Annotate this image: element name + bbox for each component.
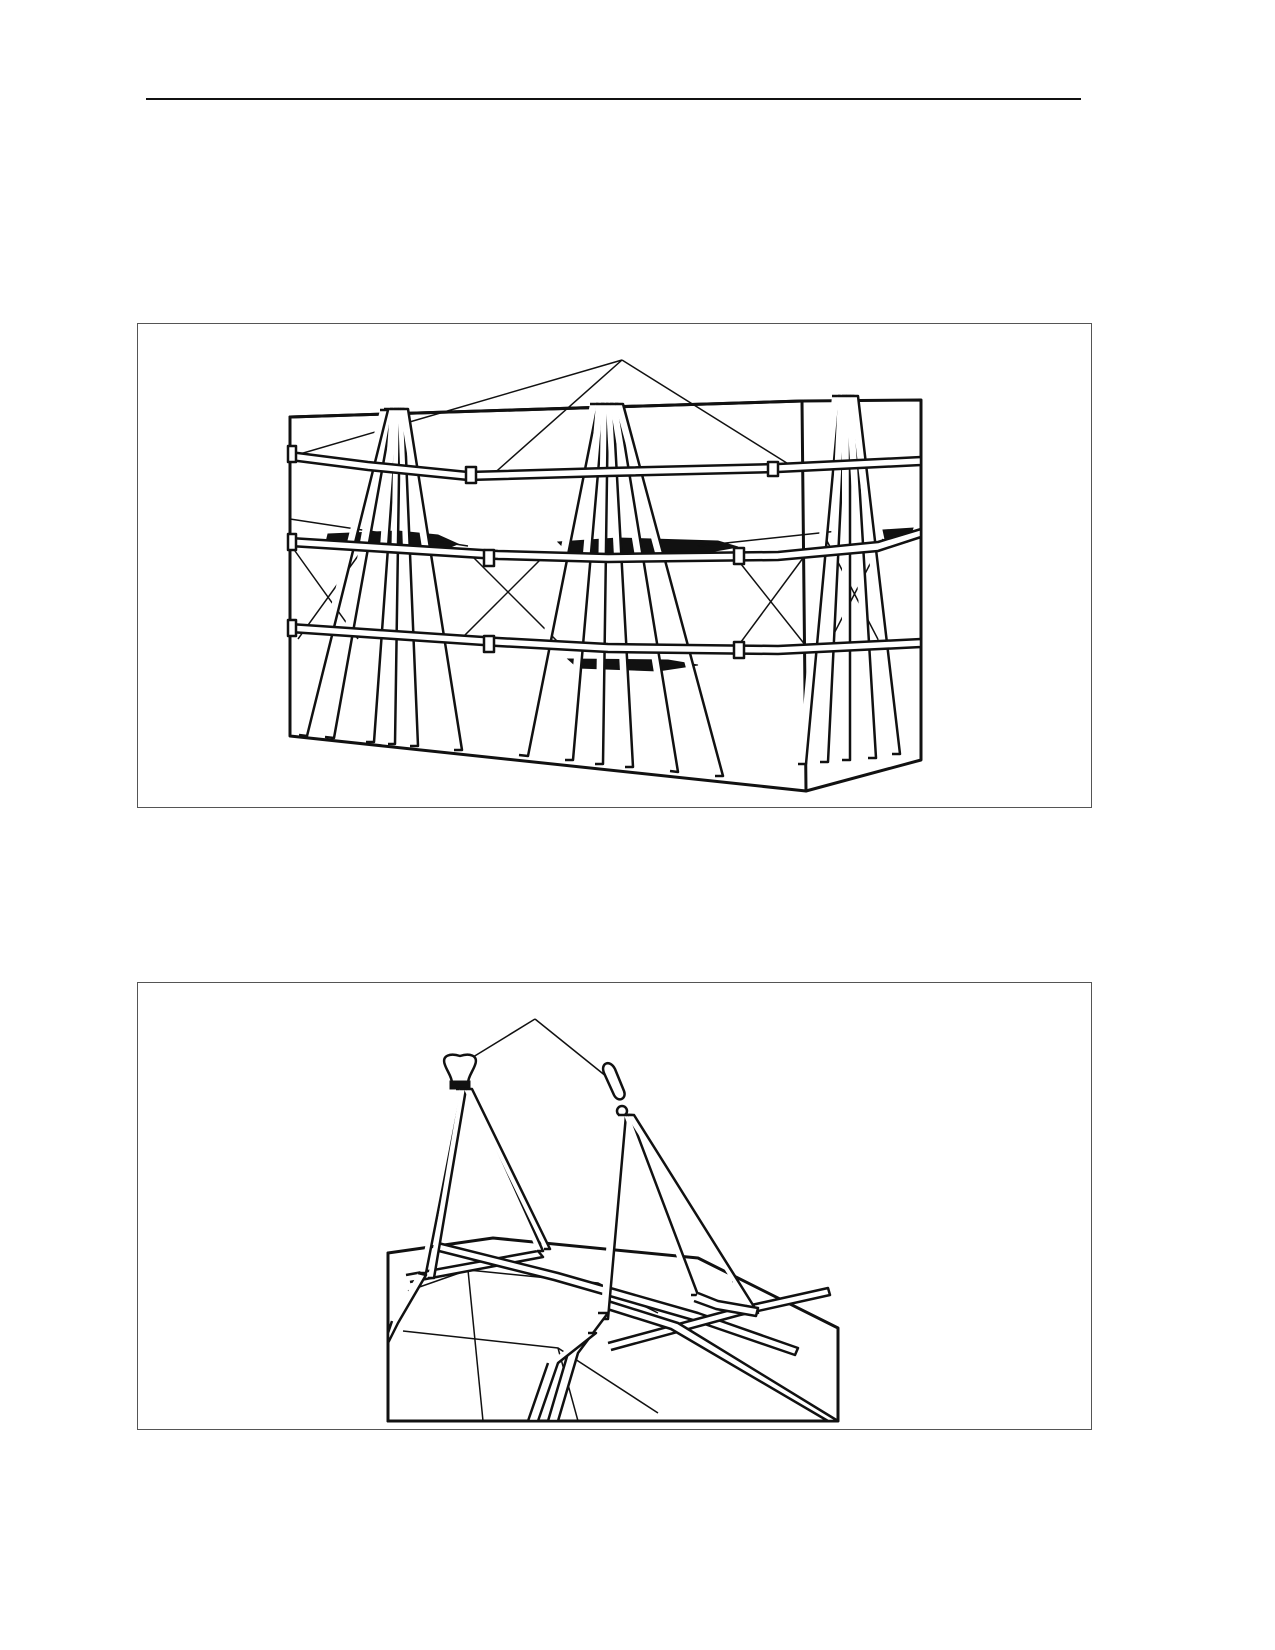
sling-legs-left — [420, 1087, 552, 1280]
sling-load-illustration — [386, 1018, 840, 1423]
callout-leaders — [459, 1018, 613, 1082]
webbing-bundles — [386, 1271, 760, 1423]
sling-legs-right — [600, 1113, 760, 1321]
strap-group-center — [518, 402, 725, 778]
buckles — [286, 444, 780, 660]
strap-group-left — [298, 407, 464, 752]
header-rule — [146, 98, 1081, 100]
strap-group-right — [798, 394, 902, 766]
strapped-load-illustration — [286, 359, 923, 793]
figure-1-strapped-load — [137, 323, 1092, 808]
figure-2-sling-load — [137, 982, 1092, 1430]
right-apex-fitting — [601, 1061, 629, 1118]
top-straps — [405, 1241, 840, 1423]
left-apex-fitting — [442, 1053, 478, 1090]
horizontal-bands — [289, 450, 923, 656]
callout-leaders — [292, 359, 799, 478]
